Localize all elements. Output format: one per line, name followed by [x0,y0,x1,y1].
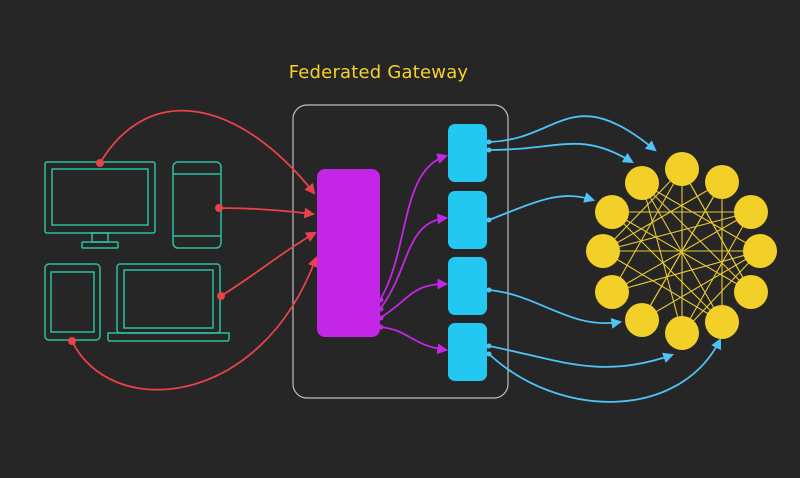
mesh-edge [641,182,752,293]
mesh-edge [641,181,723,321]
mesh-edge [641,182,683,334]
service-node [625,303,659,337]
client-link [71,255,319,391]
mesh-edge [611,168,683,293]
client-link [99,109,316,195]
subgraph-link [488,192,596,221]
service-node [734,195,768,229]
mesh-edge [611,211,723,323]
mesh-edge [641,182,761,252]
mesh-edge [611,250,761,293]
subgraph-blocks [448,124,487,381]
gateway-boundary [292,104,509,399]
client-links [71,109,319,391]
router-links [379,153,449,355]
service-node [665,152,699,186]
service-mesh [602,168,761,334]
mesh-edge [681,250,761,334]
service-node [625,166,659,200]
service-node [595,275,629,309]
client-link [220,231,317,297]
subgraph-link [488,345,675,368]
router-block [317,169,380,337]
subgraph-link [488,142,634,164]
connection-dot [68,337,76,345]
subgraph-link-dots [486,139,492,357]
client-link [218,207,316,219]
subgraph-link [488,338,721,403]
router-link [379,153,449,301]
diagram-title: Federated Gateway [288,62,469,83]
desktop-monitor-icon [44,161,156,249]
subgraph-links [488,115,721,403]
client-link-dots [68,159,225,345]
tablet-icon [44,263,101,341]
router-link [379,278,449,319]
router-link [379,213,449,310]
service-node [665,316,699,350]
mesh-edge [641,182,723,323]
mesh-edge [602,211,752,252]
service-node [705,165,739,199]
mesh-edge [681,168,752,293]
connection-dot [96,159,104,167]
subgraph-link [488,289,623,329]
service-node [743,234,777,268]
mesh-edge [602,181,723,252]
subgraph-block [448,257,487,315]
subgraph-block [448,323,487,381]
service-node [734,275,768,309]
subgraph-link [488,115,657,152]
mesh-edge [602,250,723,323]
mesh-edge [602,168,683,252]
service-node [586,234,620,268]
service-nodes [586,152,777,350]
service-node [705,305,739,339]
laptop-icon [107,263,230,342]
client-devices [44,161,230,342]
subgraph-block [448,191,487,249]
router-link-dots [378,297,384,330]
phone-icon [172,161,222,249]
connection-dot [215,204,223,212]
router-link [379,326,449,355]
service-node [595,195,629,229]
connection-dot [217,292,225,300]
subgraph-block [448,124,487,182]
